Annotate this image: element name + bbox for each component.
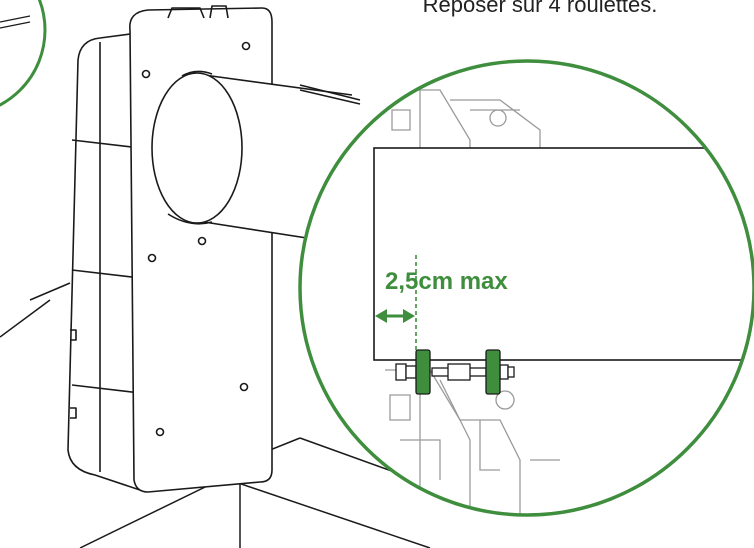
- roller-axle: [395, 349, 515, 395]
- paper-roll: [373, 147, 754, 361]
- roller-wheel-left: [415, 349, 431, 395]
- arrow-left-icon: [375, 309, 387, 323]
- zoom-detail: 2,5cm max: [298, 59, 754, 517]
- measurement-label: 2,5cm max: [385, 268, 508, 295]
- detail-circle-left: [0, 0, 47, 107]
- arrow-right-icon: [403, 309, 415, 323]
- roll-shaft: [151, 70, 361, 246]
- measurement: 2,5cm max: [375, 255, 508, 352]
- roller-wheel-right: [485, 349, 501, 395]
- caption-text: Reposer sur 4 roulettes.: [422, 0, 658, 17]
- holder-bracket: [67, 5, 273, 493]
